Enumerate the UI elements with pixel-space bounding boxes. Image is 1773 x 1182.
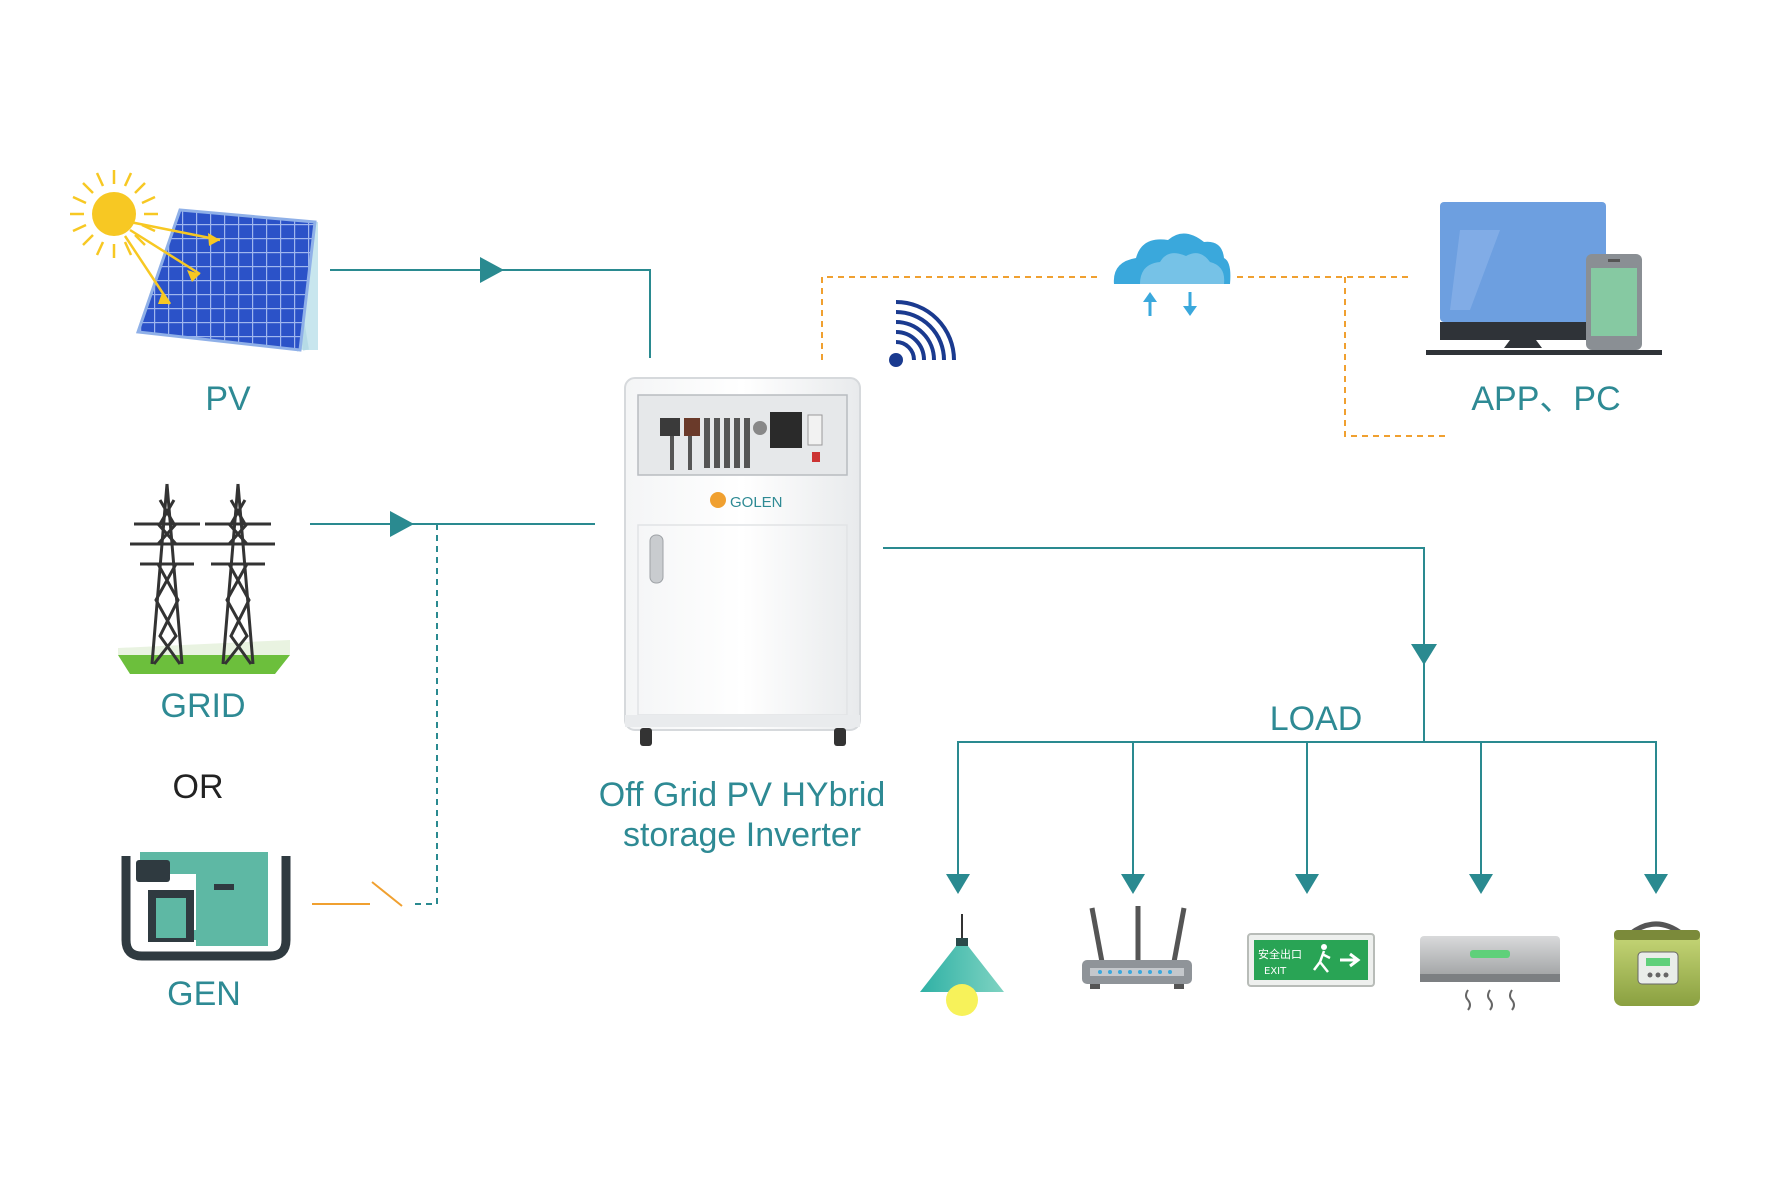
solar-panel-icon — [123, 208, 318, 352]
terminal-block — [660, 412, 823, 470]
load-arrow — [1411, 644, 1437, 665]
brand-logo-icon — [710, 492, 726, 508]
comm-line-left — [821, 276, 1102, 360]
pv-arrow — [480, 257, 504, 283]
pv-line — [330, 269, 651, 358]
pv-label: PV — [205, 380, 251, 418]
exit-sign-icon: 安全出口 EXIT — [1247, 933, 1375, 987]
gen-label: GEN — [167, 975, 241, 1013]
load-line — [883, 547, 1425, 742]
brand-name: GOLEN — [730, 494, 783, 511]
monitor-icon — [1426, 202, 1662, 355]
power-tower-icon — [118, 483, 290, 674]
sun-icon — [70, 170, 158, 258]
exit-sign-en: EXIT — [1264, 966, 1287, 977]
phone-icon — [1586, 254, 1642, 350]
load-arrow-5 — [1644, 874, 1668, 894]
rice-cooker-icon — [1614, 921, 1700, 1006]
cabinet-handle — [649, 534, 664, 584]
or-label: OR — [173, 768, 224, 806]
gen-switch — [371, 881, 403, 907]
load-label: LOAD — [1270, 700, 1363, 738]
app-pc-label: APP、PC — [1471, 380, 1620, 418]
inverter-label-line1: Off Grid PV HYbrid — [599, 776, 886, 814]
lamp-icon — [920, 914, 1004, 1016]
gen-dashed-line — [412, 524, 438, 905]
air-conditioner-icon — [1420, 936, 1560, 1011]
load-arrow-3 — [1295, 874, 1319, 894]
inverter-label-line2: storage Inverter — [623, 816, 861, 854]
exit-sign-cn: 安全出口 — [1258, 947, 1302, 961]
generator-icon — [121, 852, 291, 961]
comm-line-down — [1344, 277, 1446, 437]
load-arrow-4 — [1469, 874, 1493, 894]
inverter-cabinet-icon: GOLEN — [624, 377, 861, 746]
load-arrow-2 — [1121, 874, 1145, 894]
load-arrow-1 — [946, 874, 970, 894]
router-icon — [1082, 906, 1192, 989]
connections — [310, 257, 1668, 907]
cloud-icon — [1113, 233, 1231, 316]
grid-arrow — [390, 511, 414, 537]
wifi-icon — [889, 300, 956, 367]
grid-label: GRID — [161, 687, 246, 725]
